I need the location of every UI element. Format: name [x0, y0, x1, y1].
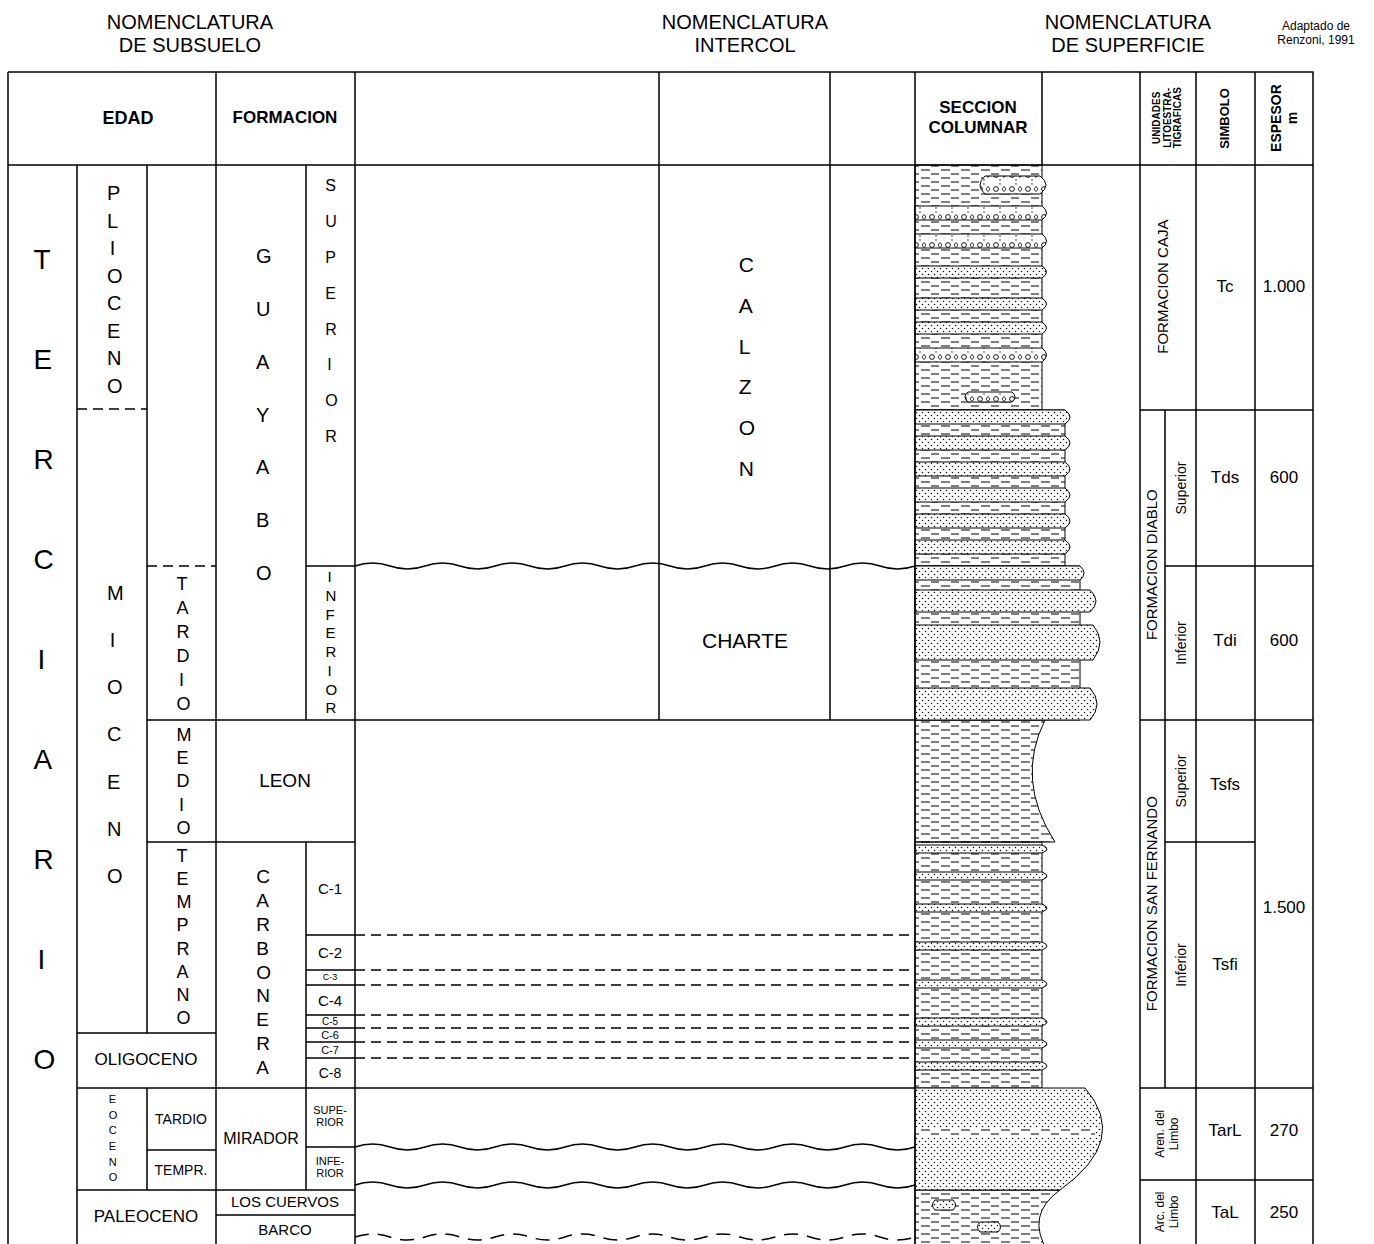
source-note: Adaptado de Renzoni, 1991: [1266, 20, 1366, 48]
epoch-label: MIOCENO: [107, 570, 118, 900]
group-heading: NOMENCLATURA DE SUBSUELO: [100, 11, 280, 57]
gradational-boundary: [77, 409, 915, 1058]
unit-symbol: TaL: [1198, 1203, 1253, 1223]
unit-symbol: Tdi: [1198, 631, 1253, 651]
unit-symbol: Tsfs: [1198, 775, 1253, 795]
unit-symbol: TarL: [1198, 1121, 1253, 1141]
column-header: SIMBOLO: [1218, 74, 1233, 162]
thickness-value: 600: [1256, 468, 1312, 488]
surface-member: Inferior: [1173, 593, 1189, 693]
unconformity-dashed: [355, 1234, 915, 1240]
subepoch-label: TEMPRANO: [177, 845, 187, 1030]
group-heading: NOMENCLATURA DE SUPERFICIE: [1033, 11, 1223, 57]
subepoch-label: TARDIO: [148, 1111, 214, 1127]
member-label: SUPE- RIOR: [310, 1105, 350, 1128]
subepoch-label: TEMPR.: [148, 1162, 214, 1178]
unit-label: C-7: [307, 1045, 353, 1056]
unit-label: C-5: [307, 1017, 353, 1027]
unit-label: C-8: [307, 1066, 353, 1080]
thickness-value: 600: [1256, 631, 1312, 651]
epoch-label: PALEOCENO: [79, 1207, 214, 1227]
epoch-label: EOCENO: [109, 1092, 115, 1186]
column-header: UNIDADES LITOESTRA- TIGRAFICAS: [1152, 85, 1184, 151]
epoch-label: OLIGOCENO: [79, 1050, 214, 1070]
conglomerate-lithology: [915, 176, 1047, 402]
unit-label: C-2: [307, 945, 353, 960]
formation-label: CARBONERA: [256, 865, 266, 1080]
surface-formation: FORMACION DIABLO: [1143, 420, 1160, 710]
formation-label: BARCO: [218, 1222, 352, 1239]
member-label: INFE- RIOR: [310, 1156, 350, 1179]
subepoch-label: TARDIO: [177, 572, 187, 716]
surface-formation: FORMACION SAN FERNANDO: [1143, 724, 1160, 1084]
surface-formation: Arc. del Limbo: [1154, 1184, 1182, 1240]
subepoch-label: MEDIO: [177, 724, 187, 840]
shale-interbed: [916, 1128, 1095, 1137]
table-grid: [8, 72, 1313, 1244]
group-heading: NOMENCLATURA INTERCOL: [655, 11, 835, 57]
column-header: ESPESOR m: [1268, 81, 1300, 155]
thickness-value: 1.000: [1256, 277, 1312, 297]
formation-label: LEON: [218, 770, 353, 792]
surface-formation: Aren. del Limbo: [1154, 1094, 1182, 1174]
unit-label: C-3: [307, 973, 353, 982]
unit-label: C-1: [307, 881, 353, 896]
column-header: FORMACION: [218, 108, 353, 128]
period-label: TERCIARIO: [34, 210, 49, 1110]
thickness-value: 1.500: [1256, 898, 1312, 918]
surface-formation: FORMACION CAJA: [1154, 172, 1171, 402]
unit-symbol: Tsfi: [1198, 955, 1253, 975]
unconformity-line: [355, 563, 915, 1188]
formation-label: GUAYABO: [256, 230, 267, 600]
column-header: SECCION COLUMNAR: [916, 98, 1041, 137]
column-header: EDAD: [38, 108, 218, 129]
surface-member: Superior: [1173, 438, 1189, 538]
thickness-value: 270: [1256, 1121, 1312, 1141]
thickness-value: 250: [1256, 1203, 1312, 1223]
member-label: SUPERIOR: [325, 168, 334, 455]
formation-label: MIRADOR: [217, 1130, 305, 1148]
sandstone-lithology: [915, 266, 1103, 1232]
epoch-label: PLIOCENO: [107, 180, 118, 400]
unit-label: C-4: [307, 993, 353, 1008]
intercol-unit: CALZON: [739, 245, 751, 490]
unit-label: C-6: [307, 1030, 353, 1041]
unit-symbol: Tds: [1198, 468, 1253, 488]
formation-label: LOS CUERVOS: [218, 1194, 352, 1211]
surface-member: Superior: [1173, 731, 1189, 831]
unit-symbol: Tc: [1198, 277, 1253, 297]
surface-member: Inferior: [1173, 915, 1189, 1015]
member-label: INFERIOR: [326, 568, 334, 718]
intercol-unit: CHARTE: [665, 629, 825, 653]
